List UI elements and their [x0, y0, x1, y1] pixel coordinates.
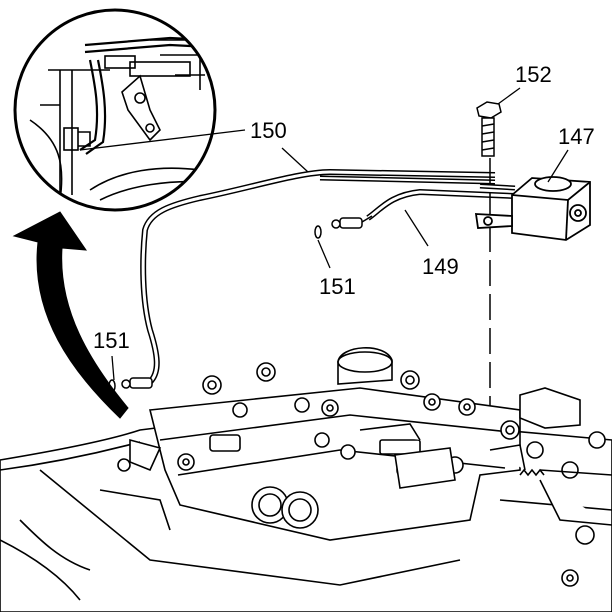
detail-inset — [13, 8, 217, 212]
harness-149-end — [331, 215, 373, 229]
o-ring-seal-left — [108, 379, 116, 393]
callout-151-left: 151 — [93, 328, 130, 353]
valve-body — [0, 347, 612, 612]
leader-150-inset — [79, 129, 246, 151]
o-ring-seal-right — [314, 225, 322, 239]
callout-152: 152 — [515, 62, 552, 87]
solenoid-147 — [474, 176, 591, 241]
harness-left-end — [121, 377, 153, 389]
callout-151-right: 151 — [319, 274, 356, 299]
callout-147: 147 — [558, 124, 595, 149]
callout-149: 149 — [422, 254, 459, 279]
bolt-152 — [476, 101, 502, 157]
wiring-harness-150 — [140, 168, 516, 385]
wiring-harness-149 — [366, 188, 516, 221]
leader-lines — [111, 87, 569, 381]
callout-150: 150 — [250, 118, 287, 143]
direction-arrow — [12, 211, 129, 419]
